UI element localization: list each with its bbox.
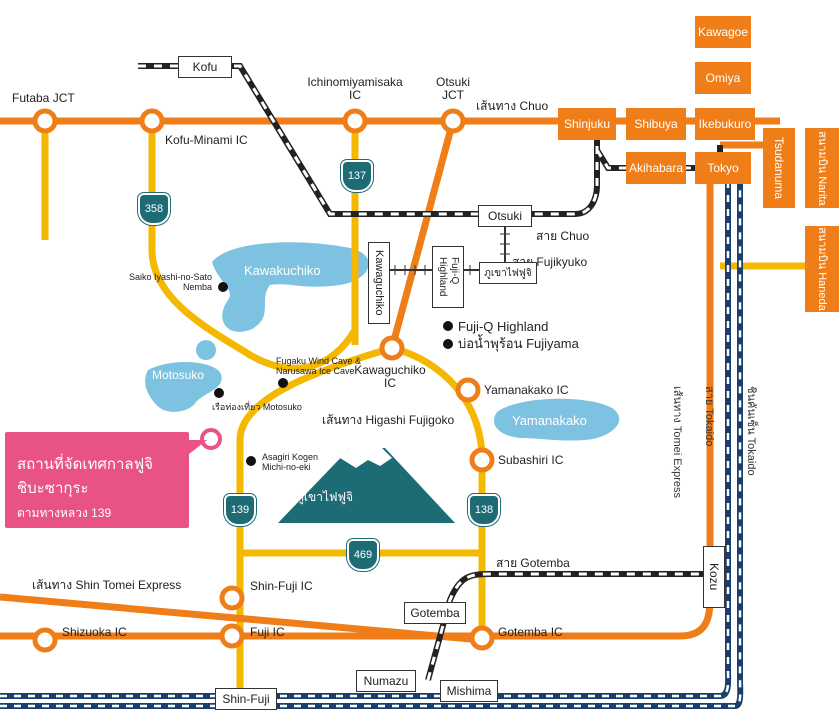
route-shield-469: 469 <box>347 539 379 571</box>
ic-otsuki <box>440 108 466 134</box>
ic-kofu-minami <box>139 108 165 134</box>
label-fuji-ic: Fuji IC <box>250 625 285 639</box>
ic-futaba <box>32 108 58 134</box>
box-kawagoe: Kawagoe <box>695 16 751 48</box>
poi-dot-fujiq <box>443 321 453 331</box>
poi-dot-fugaku <box>278 378 288 388</box>
callout-line1: สถานที่จัดเทศกาลฟูจิ <box>17 456 153 473</box>
poi-saiko: Saiko Iyashi-no-Sato Nemba <box>128 272 212 292</box>
ic-gotemba <box>469 625 495 651</box>
lake-kawakuchiko <box>212 242 369 332</box>
label-futaba: Futaba JCT <box>12 91 75 105</box>
ic-yamanakako <box>455 377 481 403</box>
station-kofu: Kofu <box>178 56 232 78</box>
station-kozu: Kozu <box>703 546 725 608</box>
box-tsudanuma: Tsudanuma <box>763 128 795 208</box>
mountain-label: ภูเขาไฟฟูจิ <box>296 490 354 504</box>
poi-dot-motosuko <box>214 388 224 398</box>
lake-label-kawakuchiko: Kawakuchiko <box>244 263 321 278</box>
station-otsuki: Otsuki <box>478 205 532 227</box>
box-omiya: Omiya <box>695 62 751 94</box>
road-139-loop <box>236 344 486 700</box>
road-358 <box>148 121 359 372</box>
station-numazu: Numazu <box>356 670 416 692</box>
box-ikebukuro: Ikebukuro <box>695 108 755 140</box>
station-gotemba: Gotemba <box>404 602 466 624</box>
label-shin-fuji-ic: Shin-Fuji IC <box>250 579 313 593</box>
label-chuo-exp: เส้นทาง Chuo <box>476 99 549 113</box>
box-narita: สนามบิน Narita <box>805 128 839 208</box>
station-shin-fuji: Shin-Fuji <box>215 688 277 710</box>
label-yamanakako-ic: Yamanakako IC <box>484 383 569 397</box>
callout-line2: ชิบะซากุระ <box>17 480 89 497</box>
label-kofu-minami: Kofu-Minami IC <box>165 133 248 147</box>
box-haneda: สนามบิน Haneda <box>805 226 839 312</box>
lake-label-yamanakako: Yamanakako <box>512 413 587 428</box>
ic-kawaguchiko <box>379 335 405 361</box>
poi-dot-asagiri <box>246 456 256 466</box>
route-shield-139: 139 <box>224 494 256 526</box>
label-tokaido-line: สาย Tokaido <box>703 386 715 447</box>
festival-callout: สถานที่จัดเทศกาลฟูจิ ชิบะซากุระ ตามทางหล… <box>5 432 189 528</box>
label-subashiri-ic: Subashiri IC <box>498 453 564 467</box>
lake-yamanakako <box>493 398 620 441</box>
ic-ichinomiyamisaka <box>342 108 368 134</box>
mount-fuji <box>278 448 455 523</box>
poi-fujiyama-onsen: บ่อน้ำพุร้อน Fujiyama <box>458 336 579 351</box>
rail-gotemba <box>425 571 710 681</box>
station-fujiq: Fuji-Q Highland <box>432 246 464 308</box>
poi-fugaku: Fugaku Wind Cave & Narusawa Ice Cave <box>276 356 362 376</box>
label-ichinomiyamisaka: Ichinomiyamisaka IC <box>307 75 403 102</box>
road-otsuki-kawaguchiko <box>388 120 457 349</box>
route-shield-137: 137 <box>341 160 373 192</box>
ic-shizuoka <box>32 627 58 653</box>
label-higashi-fujigoko: เส้นทาง Higashi Fujigoko <box>322 413 455 427</box>
lake-label-motosuko: Motosuko <box>152 368 205 382</box>
label-kawaguchiko-ic: Kawaguchiko IC <box>354 363 426 390</box>
ic-subashiri <box>469 447 495 473</box>
callout-arrow <box>189 440 207 454</box>
poi-dot-onsen <box>443 339 453 349</box>
label-tomei: เส้นทาง Tomei Express <box>671 386 683 498</box>
poi-fujiq-highland: Fuji-Q Highland <box>458 319 549 334</box>
label-gotemba-line: สาย Gotemba <box>496 556 570 570</box>
ic-fuji <box>219 623 245 649</box>
poi-motosuko-boat: เรือท่องเที่ยว Motosuko <box>212 402 302 412</box>
box-tokyo: Tokyo <box>695 152 751 184</box>
label-otsuki-jct: Otsuki JCT <box>435 75 470 102</box>
label-chuo-line: สาย Chuo <box>536 229 590 243</box>
poi-dot-saiko <box>218 282 228 292</box>
ic-shin-fuji <box>219 585 245 611</box>
box-shibuya: Shibuya <box>626 108 686 140</box>
box-akihabara: Akihabara <box>626 152 686 184</box>
label-shinkansen: ชินคันเซ็น Tokaido <box>745 386 757 476</box>
poi-asagiri: Asagiri Kogen Michi-no-eki <box>262 452 319 472</box>
lake-motosuko <box>145 340 222 412</box>
label-gotemba-ic: Gotemba IC <box>498 625 563 639</box>
route-shield-358: 358 <box>138 193 170 225</box>
box-shinjuku: Shinjuku <box>558 108 616 140</box>
station-fujisan: ภูเขาไฟฟูจิ <box>479 262 537 284</box>
station-kawaguchiko: Kawaguchiko <box>368 242 390 324</box>
callout-line3: ตามทางหลวง 139 <box>17 506 112 520</box>
route-shield-138: 138 <box>468 494 500 526</box>
label-shin-tomei: เส้นทาง Shin Tomei Express <box>32 578 182 592</box>
station-mishima: Mishima <box>440 680 498 702</box>
label-shizuoka-ic: Shizuoka IC <box>62 625 127 639</box>
